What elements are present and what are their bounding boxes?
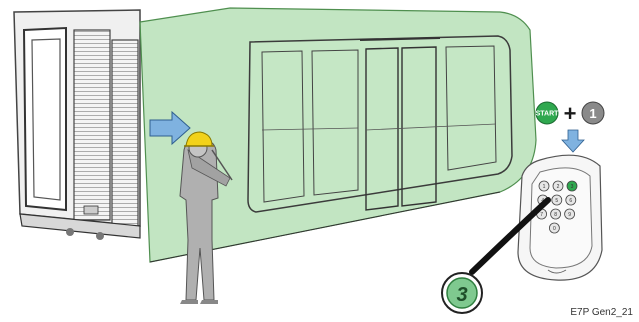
remote-key-label: 8: [554, 212, 557, 218]
remote-key-label: 3: [571, 184, 574, 190]
remote-key: 1: [539, 181, 549, 191]
remote-key-label: 2: [557, 184, 560, 190]
remote-key: 2: [553, 181, 563, 191]
remote-key: 0: [549, 223, 559, 233]
numbered-key-icon: 1: [582, 102, 604, 124]
remote-key-label: 7: [540, 212, 543, 218]
key-one-label: 1: [589, 106, 596, 121]
remote-key-label: 5: [555, 198, 558, 204]
figure-caption: E7P Gen2_21: [570, 307, 633, 318]
plus-symbol: +: [564, 101, 577, 126]
remote-key: 6: [566, 195, 576, 205]
remote-key: 9: [565, 209, 575, 219]
remote-key-label: 1: [543, 184, 546, 190]
start-label: START: [536, 111, 560, 118]
zoomed-key-three: 3: [442, 273, 482, 313]
module-left-end: [14, 10, 140, 240]
remote-key: 8: [551, 209, 561, 219]
louvre-panel: [112, 40, 138, 226]
down-arrow-icon: [562, 130, 584, 152]
zoomed-key-label: 3: [456, 284, 467, 306]
remote-key-label: 0: [553, 226, 556, 232]
remote-key: 3: [567, 181, 577, 191]
remote-key: 5: [552, 195, 562, 205]
remote-key-label: 9: [568, 212, 571, 218]
start-button-icon: START: [536, 102, 560, 124]
remote-key-label: 6: [569, 198, 572, 204]
louvre-panel: [74, 30, 110, 220]
